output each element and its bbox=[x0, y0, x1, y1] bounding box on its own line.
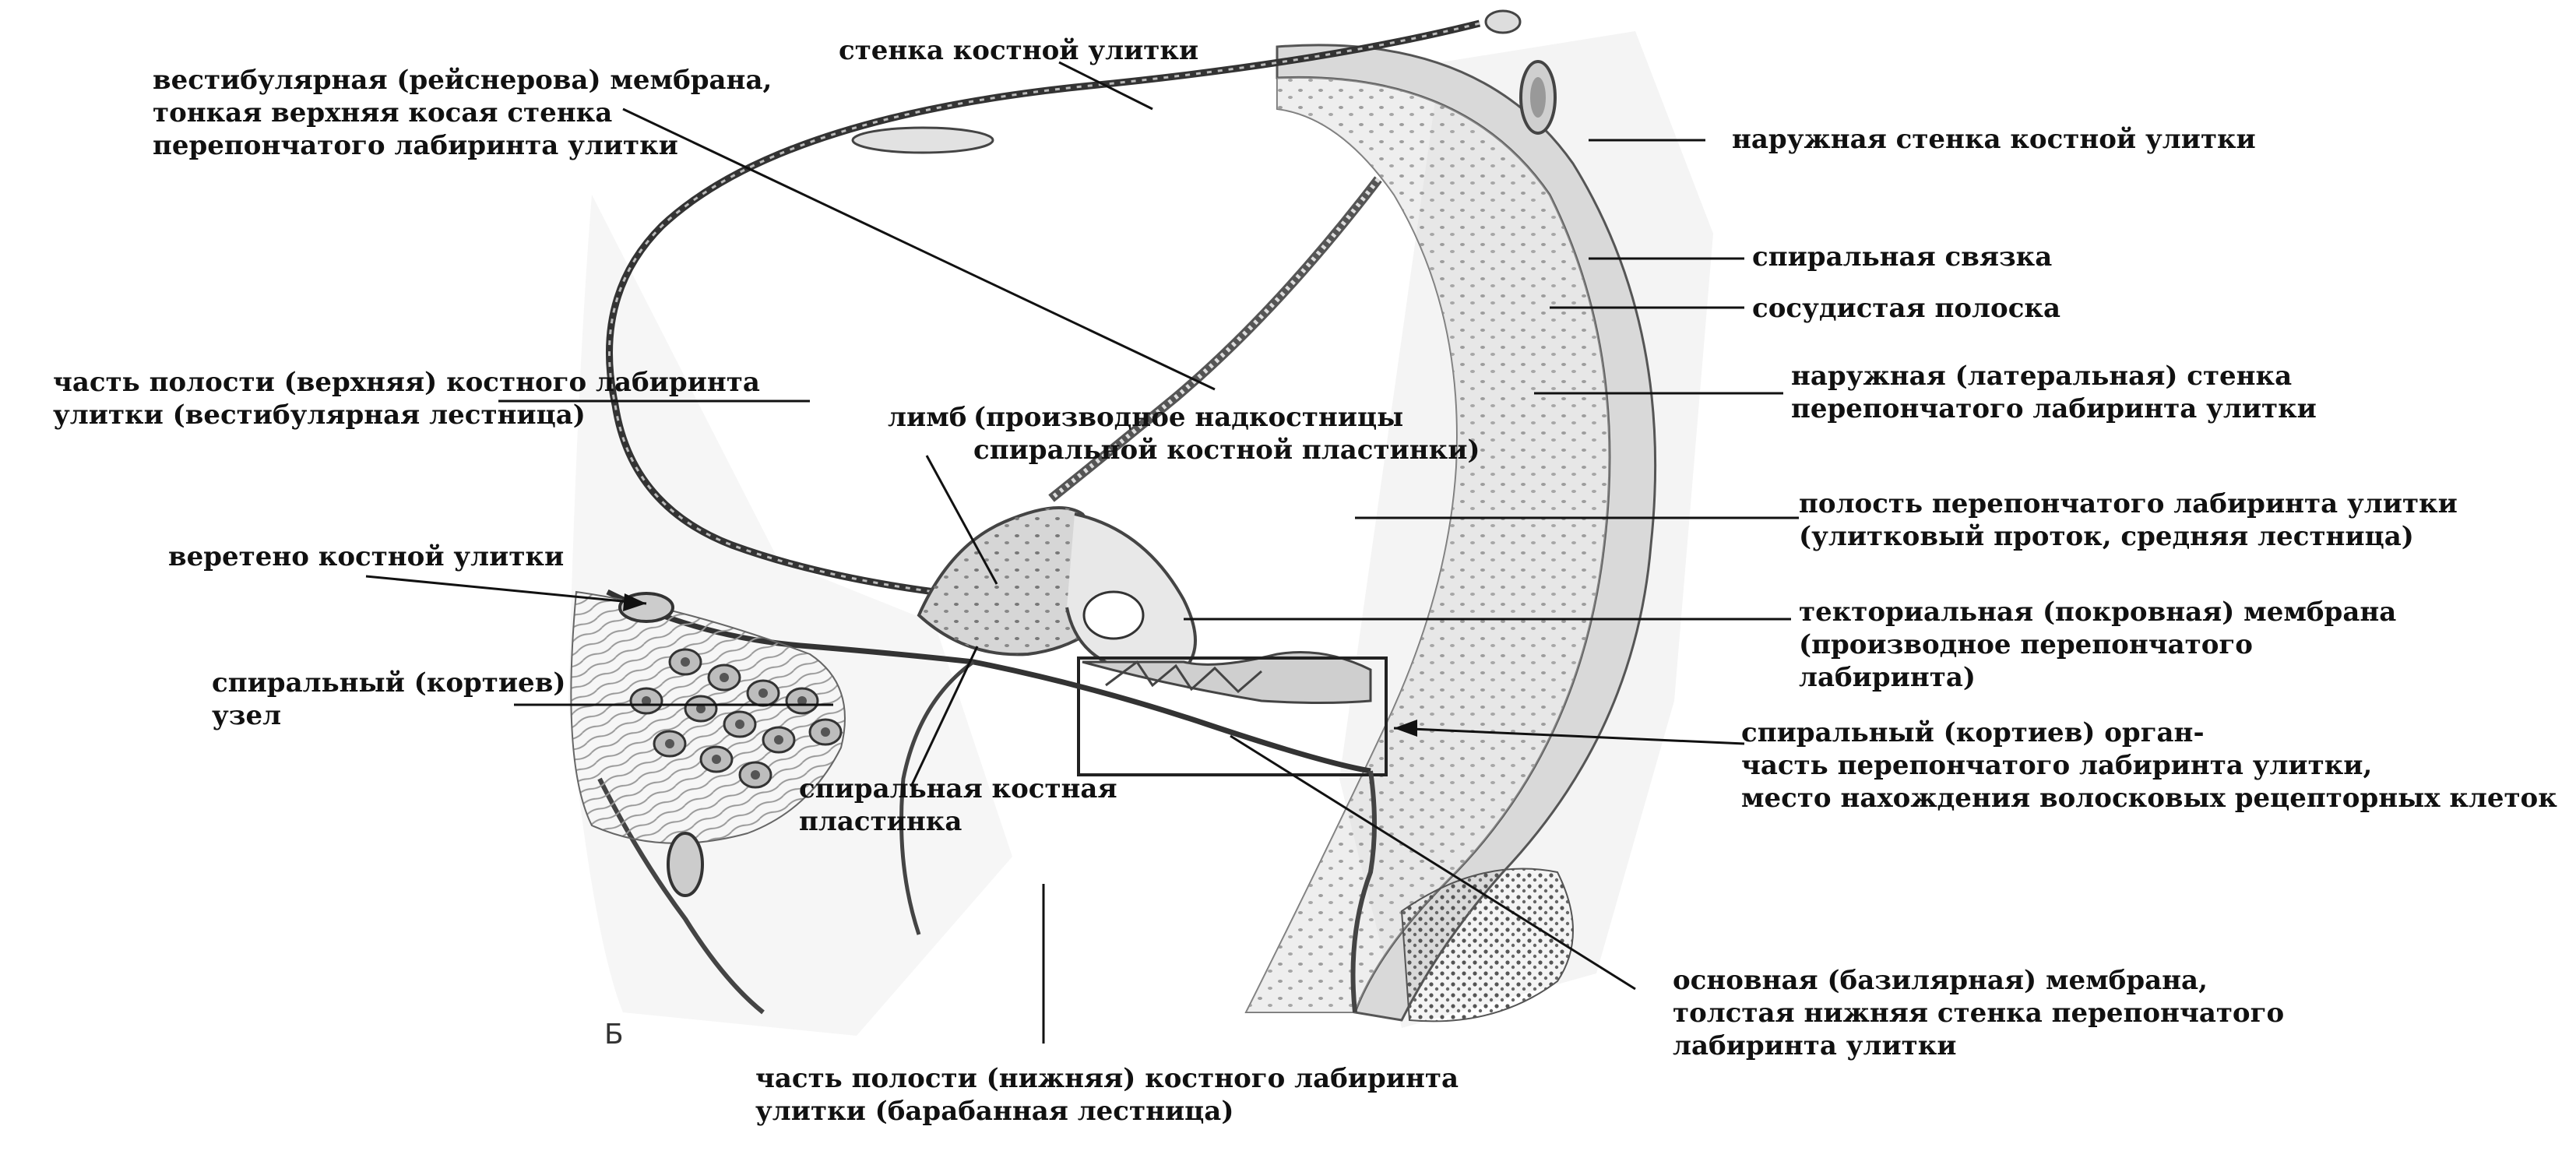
label-outer-bony-wall: наружная стенка костной улитки bbox=[1732, 124, 2256, 155]
organ-of-corti-frame bbox=[1077, 656, 1388, 776]
reissner-membrane bbox=[1048, 176, 1382, 502]
label-vestibular-membrane: вестибулярная (рейснерова) мембрана, тон… bbox=[153, 65, 772, 161]
label-stria-vascularis: сосудистая полоска bbox=[1752, 293, 2060, 324]
label-osseous-spiral-lamina: спиральная костная пластинка bbox=[799, 773, 1117, 837]
organ-of-corti-shape bbox=[1065, 512, 1388, 776]
arrowheads bbox=[623, 593, 1417, 737]
label-modiolus: веретено костной улитки bbox=[168, 541, 565, 572]
label-organ-of-corti: спиральный (кортиев) орган- часть перепо… bbox=[1741, 717, 2557, 814]
scala-vestibuli-wall bbox=[606, 9, 1557, 596]
label-basilar-membrane: основная (базилярная) мембрана, толстая … bbox=[1673, 965, 2285, 1061]
label-scala-vestibuli: часть полости (верхняя) костного лабирин… bbox=[53, 367, 760, 431]
label-spiral-ligament: спиральная связка bbox=[1752, 241, 2053, 273]
leader-lines bbox=[365, 61, 1799, 1044]
label-lateral-wall: наружная (латеральная) стенка перепончат… bbox=[1791, 361, 2317, 424]
spiral-ganglion-shape bbox=[570, 590, 846, 897]
label-bony-cochlea-wall: стенка костной улитки bbox=[839, 35, 1199, 66]
label-limbus-origin: (производное надкостницы спиральной кост… bbox=[973, 402, 1480, 466]
label-limbus: лимб bbox=[888, 402, 967, 433]
label-cochlear-duct: полость перепончатого лабиринта улитки (… bbox=[1799, 488, 2458, 552]
label-scala-tympani: часть полости (нижняя) костного лабиринт… bbox=[755, 1063, 1459, 1127]
spiral-ligament-shape bbox=[1244, 44, 1657, 1022]
dense-bone-region bbox=[1400, 868, 1574, 1022]
label-spiral-ganglion: спиральный (кортиев) узел bbox=[212, 667, 566, 731]
label-tectorial-membrane: текториальная (покровная) мембрана (прои… bbox=[1799, 597, 2397, 693]
panel-letter: Б bbox=[604, 1019, 624, 1051]
